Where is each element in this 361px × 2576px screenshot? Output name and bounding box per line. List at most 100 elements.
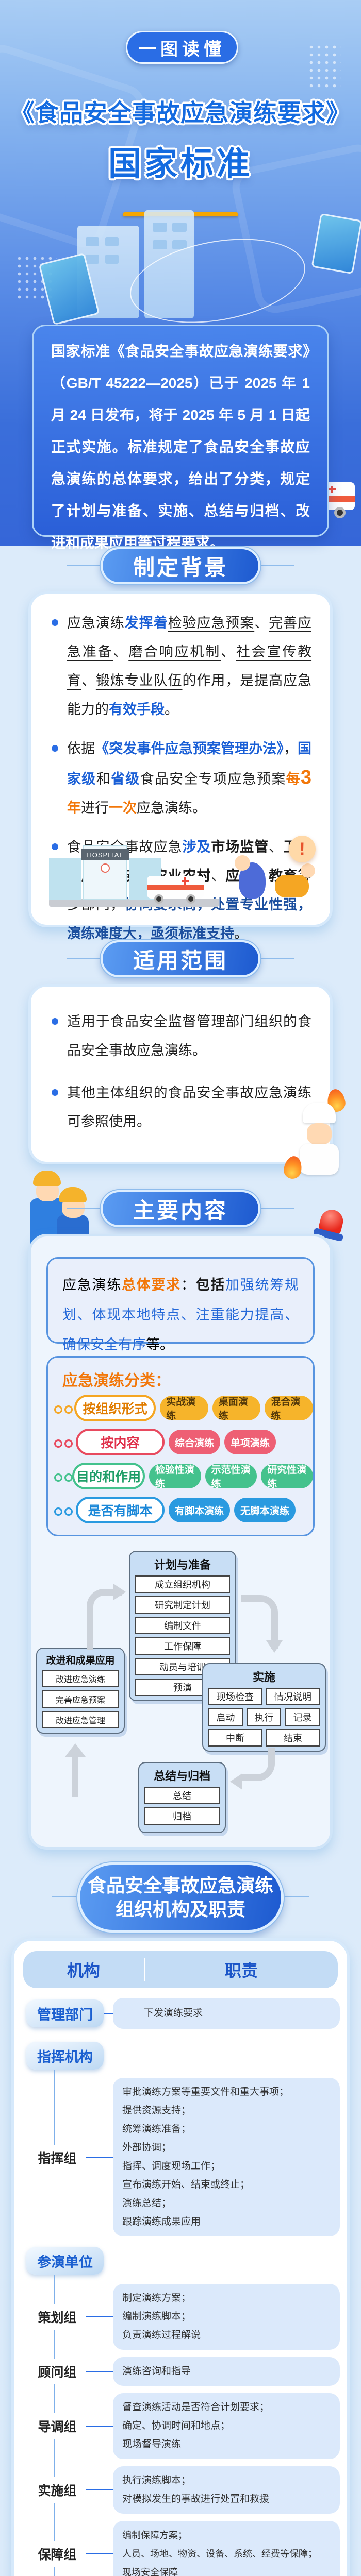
org-label-text: 管理部门 xyxy=(37,2007,93,2023)
badge-label: 一图读懂 xyxy=(139,39,225,59)
alert-mark: ! xyxy=(299,839,305,859)
org-label-advisor-group: 顾问组 xyxy=(26,2359,88,2384)
org-duty-cell: 制定演练方案； 编制演练脚本； 负责演练过程解说 xyxy=(113,2284,340,2350)
building-window xyxy=(172,223,187,232)
connector-dots xyxy=(54,1473,73,1482)
flow-step: 情况说明 xyxy=(266,1688,320,1705)
classification-row-label: 按组织形式 xyxy=(74,1395,156,1421)
ambulance-illustration xyxy=(147,872,204,904)
connector-line xyxy=(86,2371,116,2372)
classification-chip: 实战演练 xyxy=(160,1396,208,1421)
connector-dots xyxy=(54,1507,73,1516)
flow-step: 动员与培训 xyxy=(135,1658,230,1675)
dot-grid-decoration xyxy=(307,43,341,91)
section-background-title: 制定背景 xyxy=(133,555,228,580)
org-duty-cell: 督查演练活动是否符合计划要求； 确定、协调时间和地点； 现场督导演练 xyxy=(113,2393,340,2459)
flow-step: 完善应急预案 xyxy=(42,1690,119,1708)
connector-line xyxy=(86,2489,116,2490)
flow-box-improve: 改进和成果应用 改进应急演练 完善应急预案 改进应急管理 xyxy=(36,1648,125,1734)
section-content-pill: 主要内容 xyxy=(101,1190,260,1227)
flow-step: 工作保障 xyxy=(135,1637,230,1655)
org-duty-cell: 演练咨询和指导 xyxy=(113,2357,340,2386)
classification-chip: 研究性演练 xyxy=(261,1464,314,1489)
flow-step: 现场检查 xyxy=(208,1688,262,1705)
classification-row-label: 按内容 xyxy=(76,1429,165,1455)
page-title-line1: 《食品安全事故应急演练要求》 xyxy=(11,99,350,126)
connector-dots xyxy=(54,1405,73,1414)
classification-card: 应急演练分类： 按组织形式 实战演练 桌面演练 混合演练 按内容 综合演练 单项… xyxy=(46,1356,315,1536)
page-title: 《食品安全事故应急演练要求》 国家标准 xyxy=(0,94,361,185)
page-title-line2: 国家标准 xyxy=(108,145,253,182)
flow-arrow-summary-to-improve xyxy=(65,1743,86,1797)
flow-box-title: 总结与归档 xyxy=(153,1770,210,1783)
classification-chip: 检验性演练 xyxy=(149,1464,201,1489)
building-window xyxy=(172,240,187,249)
hospital-sign: HOSPITAL xyxy=(81,849,129,860)
classification-row-organization: 按组织形式 实战演练 桌面演练 混合演练 xyxy=(54,1395,313,1421)
flow-box-title: 改进和成果应用 xyxy=(46,1655,115,1666)
flow-step: 成立组织机构 xyxy=(135,1575,230,1593)
hospital-illustration: HOSPITAL xyxy=(49,845,219,910)
org-column-header: 机构 xyxy=(67,1961,100,1980)
org-column-header: 职责 xyxy=(224,1961,258,1980)
building-window xyxy=(153,223,167,232)
first-aid-illustration xyxy=(235,855,317,909)
classification-row-script: 是否有脚本 有脚本演练 无脚本演练 xyxy=(54,1497,296,1523)
standard-intro-text: 国家标准《食品安全事故应急演练要求》（GB/T 45222—2025）已于 20… xyxy=(51,343,310,551)
background-bullet-1: 应急演练发挥着检验应急预案、完善应急准备、磨合响应机制、社会宣传教育、锻炼专业队… xyxy=(50,608,311,724)
org-label-implementation-group: 实施组 xyxy=(26,2477,88,2503)
connector-line xyxy=(104,2013,116,2014)
background-bullet-2: 依据《突发事件应急预案管理办法》，国家级和省级食品安全专项应急预案每3年进行一次… xyxy=(50,734,311,822)
building-window xyxy=(86,255,99,264)
flow-arrow-implement-to-summary xyxy=(230,1748,275,1790)
flow-step: 总结 xyxy=(144,1787,220,1804)
scope-bullet-2: 其他主体组织的食品安全事故应急演练可参照使用。 xyxy=(50,1078,311,1136)
classification-chip: 混合演练 xyxy=(265,1396,313,1421)
section-org-title-line1: 食品安全事故应急演练 xyxy=(87,1875,273,1896)
classification-chip: 综合演练 xyxy=(169,1430,221,1454)
header-illustration xyxy=(0,210,361,519)
classification-chip: 单项演练 xyxy=(224,1430,276,1454)
classification-row-purpose: 目的和作用 检验性演练 示范性演练 研究性演练 xyxy=(54,1463,314,1489)
flow-step: 记录 xyxy=(285,1708,320,1726)
flow-arrow-improve-to-plan xyxy=(87,1582,126,1650)
column-divider xyxy=(144,1958,145,1981)
overall-requirements-text: 应急演练总体要求：包括加强统筹规划、体现本地特点、注重能力提高、确保安全有序等。 xyxy=(62,1277,299,1352)
flow-step: 中断 xyxy=(208,1729,262,1747)
org-label-text: 指挥机构 xyxy=(37,2049,93,2065)
standard-intro-card: 国家标准《食品安全事故应急演练要求》（GB/T 45222—2025）已于 20… xyxy=(32,325,329,551)
connector-line xyxy=(86,2553,116,2554)
classification-row-content: 按内容 综合演练 单项演练 xyxy=(54,1429,276,1455)
flow-box-title: 实施 xyxy=(252,1671,275,1684)
org-label-text: 保障组 xyxy=(38,2548,77,2562)
overall-requirements-card: 应急演练总体要求：包括加强统筹规划、体现本地特点、注重能力提高、确保安全有序等。 xyxy=(46,1257,315,1352)
flow-step: 结束 xyxy=(266,1729,320,1747)
org-table-header: 机构 职责 xyxy=(23,1951,338,1988)
document-illustration xyxy=(311,213,361,275)
alert-icon: ! xyxy=(289,836,316,862)
classification-row-label: 是否有脚本 xyxy=(76,1497,165,1523)
building-window xyxy=(105,255,119,264)
org-label-text: 策划组 xyxy=(38,2311,77,2325)
flow-step: 改进应急管理 xyxy=(42,1711,119,1728)
read-in-one-image-badge: 一图读懂 xyxy=(126,31,238,64)
connector-line xyxy=(86,2316,116,2317)
org-label-support-group: 保障组 xyxy=(26,2541,88,2567)
section-org-pill: 食品安全事故应急演练 组织机构及职责 xyxy=(77,1862,284,1933)
building-window xyxy=(153,240,167,249)
section-background-pill: 制定背景 xyxy=(101,547,260,584)
connector-line xyxy=(86,2426,116,2427)
building-window xyxy=(105,237,119,246)
org-label-text: 参演单位 xyxy=(37,2254,93,2270)
org-label-participants: 参演单位 xyxy=(26,2247,104,2275)
org-duty-text: 执行演练脚本； 对模拟发生的事故进行处置和救援 xyxy=(122,2475,270,2504)
org-duty-cell: 审批演练方案等重要文件和重大事项； 提供资源支持； 统筹演练准备； 外部协调； … xyxy=(113,2078,340,2236)
classification-label: 应急演练分类： xyxy=(62,1372,171,1389)
hospital-cross-icon xyxy=(101,863,110,873)
org-duty-text: 编制保障方案； 人员、场地、物资、设备、系统、经费等保障； 现场安全保障 xyxy=(122,2530,317,2576)
org-label-command-group: 指挥组 xyxy=(26,2145,88,2171)
flow-box-title: 计划与准备 xyxy=(154,1558,211,1571)
org-label-text: 实施组 xyxy=(38,2484,77,2498)
org-duty-cell: 下发演练要求 xyxy=(113,1998,340,2029)
